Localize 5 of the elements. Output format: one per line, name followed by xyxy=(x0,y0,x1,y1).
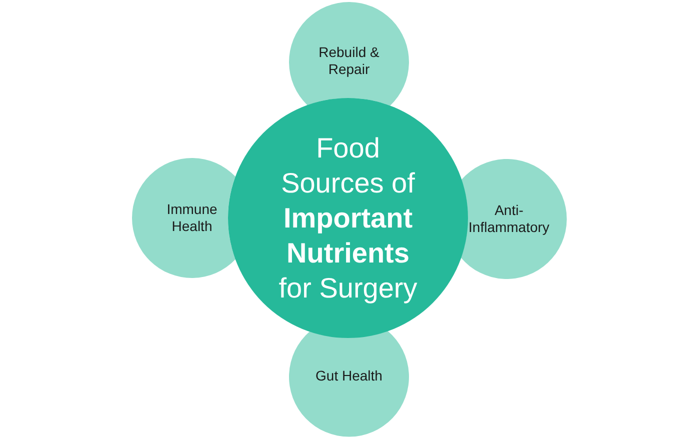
topic-label: Gut Health xyxy=(314,367,384,384)
topic-label: Immune Health xyxy=(166,200,218,235)
topic-label: Rebuild & Repair xyxy=(318,44,380,78)
central-title: Food Sources of Important Nutrients for Surgery xyxy=(278,132,418,306)
topic-label: Anti-Inflammatory xyxy=(468,202,550,236)
